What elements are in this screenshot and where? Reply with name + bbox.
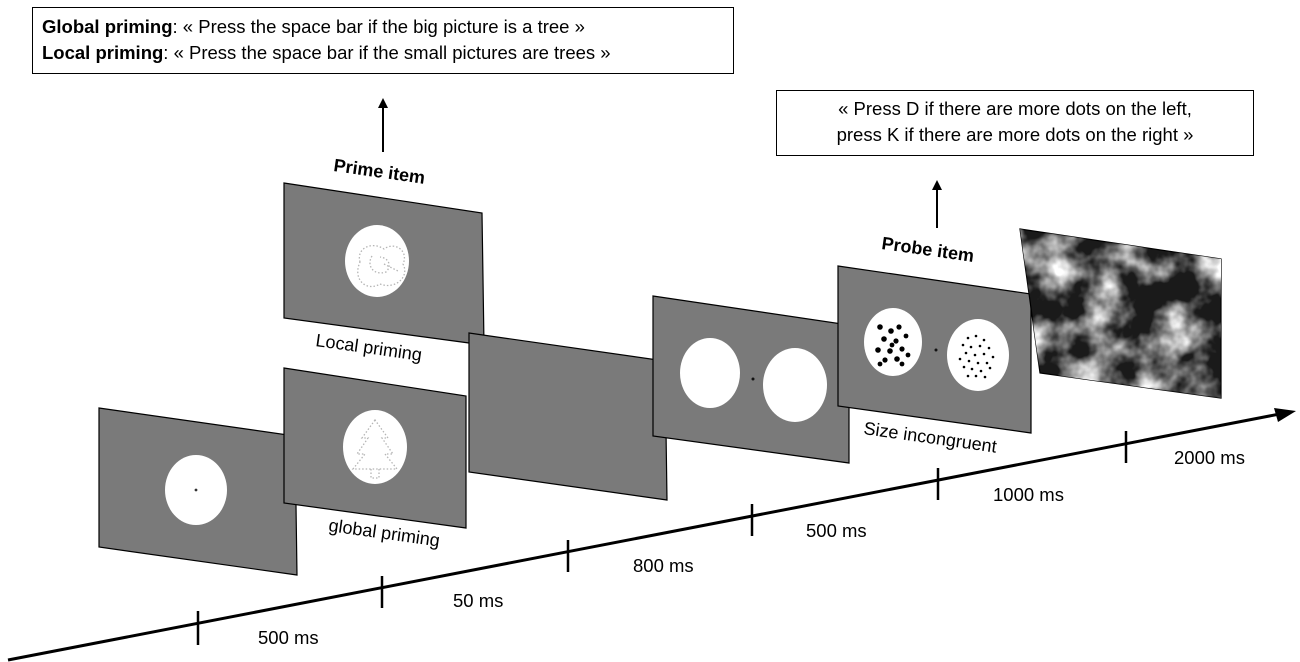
fixation-dot: [194, 488, 198, 492]
probe-instruction-box: « Press D if there are more dots on the …: [776, 90, 1254, 156]
screen-panel: [468, 332, 668, 501]
duration-label: 800 ms: [633, 555, 694, 576]
duration-label: 500 ms: [806, 520, 867, 541]
local-priming-term: Local priming: [42, 42, 164, 63]
small-dots: [958, 334, 995, 379]
probe-instruction-line: press K if there are more dots on the ri…: [836, 124, 1194, 145]
timeline: 500 ms 50 ms 800 ms 500 ms 1000 ms 2000 …: [7, 408, 1296, 662]
probe-instruction-line: « Press D if there are more dots on the …: [838, 98, 1192, 119]
white-circle-right: [763, 348, 827, 422]
large-dots: [875, 324, 911, 367]
duration-label: 2000 ms: [1174, 447, 1245, 468]
timeline-axis: [7, 410, 1291, 662]
timeline-arrowhead: [1274, 408, 1296, 422]
local-priming-screen: [283, 182, 485, 346]
white-circle-left: [864, 308, 922, 376]
prime-instruction-box: Global priming: « Press the space bar if…: [32, 7, 734, 74]
noise-texture: [1020, 229, 1221, 398]
prime-item-label: Prime item: [332, 155, 426, 188]
global-priming-text: : « Press the space bar if the big pictu…: [172, 16, 585, 37]
blank-screen: [468, 332, 668, 501]
probe-item-label: Probe item: [880, 233, 975, 266]
fixation-screen: [98, 407, 298, 576]
global-priming-instruction: Global priming: « Press the space bar if…: [42, 14, 733, 40]
white-circle-right: [947, 319, 1009, 391]
duration-label: 50 ms: [453, 590, 503, 611]
duration-label: 500 ms: [258, 627, 319, 648]
white-circle: [345, 225, 409, 297]
duration-label: 1000 ms: [993, 484, 1064, 505]
two-circles-screen: [652, 295, 850, 464]
local-priming-instruction: Local priming: « Press the space bar if …: [42, 40, 733, 66]
white-circle: [343, 410, 407, 484]
global-priming-term: Global priming: [42, 16, 173, 37]
global-priming-screen: [283, 367, 467, 529]
mask-screen: [1019, 228, 1222, 399]
local-priming-text: : « Press the space bar if the small pic…: [163, 42, 611, 63]
local-priming-pattern: [357, 245, 406, 288]
screen-panel: [837, 265, 1032, 434]
white-circle-left: [680, 338, 740, 408]
fixation-cross: [934, 348, 938, 352]
fixation-cross: [751, 377, 755, 381]
local-priming-label: Local priming: [314, 330, 423, 365]
tree-pattern: [351, 418, 399, 479]
probe-dots-screen: [837, 265, 1032, 434]
